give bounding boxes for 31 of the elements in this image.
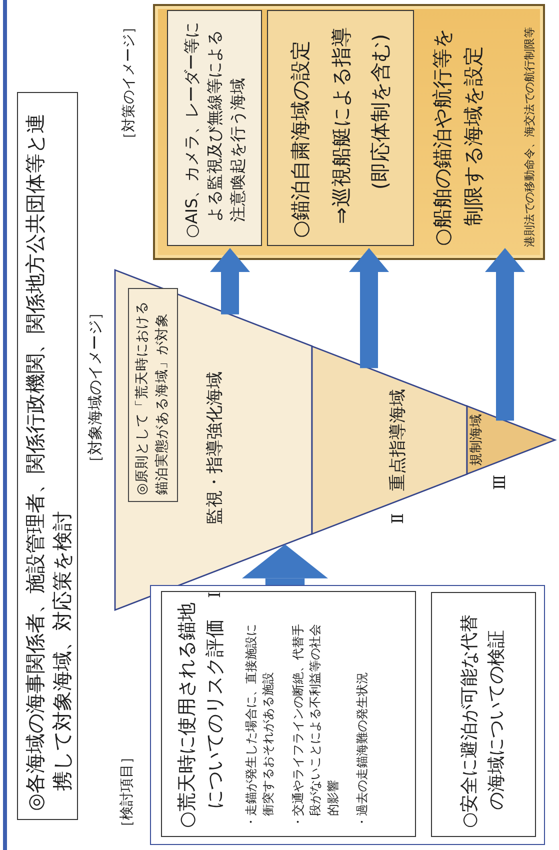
measure-box [267, 10, 414, 246]
measure-text: ○船舶の錨泊や航行等を制限する海域を設定 [427, 10, 489, 246]
summary-box: ◎各海域の海事関係者、施設管理者、関係行政機関、関係地方公共団体等と連携して対象海域、対応策を検討 [17, 92, 78, 820]
bullet-text: ・過去の走錨海難の発生状況 [354, 671, 370, 828]
item-box [431, 592, 536, 837]
tier-number: Ⅲ [490, 474, 510, 490]
section-heading: ［対象海域のイメージ］ [86, 305, 105, 470]
block-arrow [485, 248, 525, 421]
block-arrow [242, 544, 328, 585]
panel-heading: ［対策のイメージ］ [120, 20, 138, 146]
tier-label: 監視・指導強化海域 [205, 372, 226, 524]
panel-heading: ［検討項目］ [118, 750, 136, 834]
item-heading: ○荒天時に使用される錨地についてのリスク評価 [175, 601, 227, 828]
tier-label: 規制海域 [469, 414, 485, 466]
measure-box [167, 10, 262, 246]
bullet-text: ・走錨が発生した場合に、直接施設に衝突するおそれがある施設 [243, 623, 276, 828]
measure-text: ○AIS、カメラ、レーダー等による監視及び無線等による注意喚起を行う海域 [180, 21, 248, 238]
bullet-text: ・交通やライフラインの断絶、代替手段がないことによる不利益等の社会的影響 [290, 623, 341, 828]
note-box: ◎原則として「荒天時における錨泊実態がある海域」が対象 [128, 288, 178, 502]
footnote: 港則法での移動命令、海交法での航行制限等 [522, 27, 537, 247]
tier-number: Ⅱ [388, 513, 408, 524]
measure-text: (即応体制を含む) [367, 33, 393, 190]
block-arrow [349, 248, 389, 368]
item-heading: ○安全に避泊が可能な代替の海域についての検証 [458, 613, 508, 828]
block-arrow [210, 248, 250, 314]
measure-text: ⇒巡視船艇による指導 [328, 26, 354, 224]
item-box [161, 591, 416, 837]
tier-label: 重点指導海域 [388, 389, 408, 492]
pyramid-tier [467, 406, 555, 474]
measure-text: ○錨泊自粛海域の設定 [287, 40, 313, 238]
tier-number: Ⅰ [205, 592, 224, 598]
